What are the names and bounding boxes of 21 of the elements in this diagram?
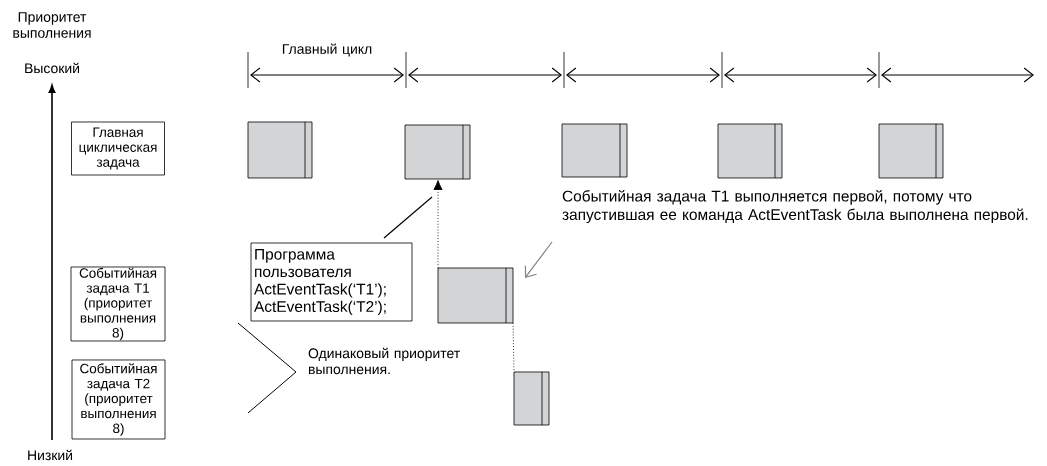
leader-line — [383, 196, 433, 239]
level-label: Высокий — [25, 62, 79, 74]
task-box: Событийная задача Т1 (приоритет выполнения 8) — [70, 266, 166, 342]
task-execution-block — [561, 123, 628, 178]
task-box: Событийная задача Т2 (приоритет выполнения 8) — [71, 359, 166, 440]
dotted-line — [512, 322, 515, 373]
task-execution-block — [247, 121, 313, 179]
task-execution-block — [437, 267, 514, 324]
bracket-label: Одинаковый приоритет выполнения. — [308, 347, 460, 375]
task-execution-block — [717, 123, 783, 179]
task-box: Главная циклическая задача — [71, 121, 165, 176]
task-execution-block — [878, 123, 944, 179]
arrow — [524, 241, 553, 278]
task-execution-block — [513, 371, 550, 426]
axis-label: Приоритет выполнения — [13, 12, 91, 38]
dotted-arrow — [433, 180, 443, 269]
dimension-label: Главный цикл — [282, 43, 372, 57]
annotation-text: Событийная задача T1 выполняется первой, потому что запустившая ее команда ActEventTask была выполнена первой. — [562, 190, 1028, 224]
level-label: Низкий — [28, 449, 73, 461]
task-execution-block — [404, 124, 471, 180]
program-box: Программа пользователя ActEventTask(‘T1’); ActEventTask(‘T2’); — [250, 242, 413, 322]
